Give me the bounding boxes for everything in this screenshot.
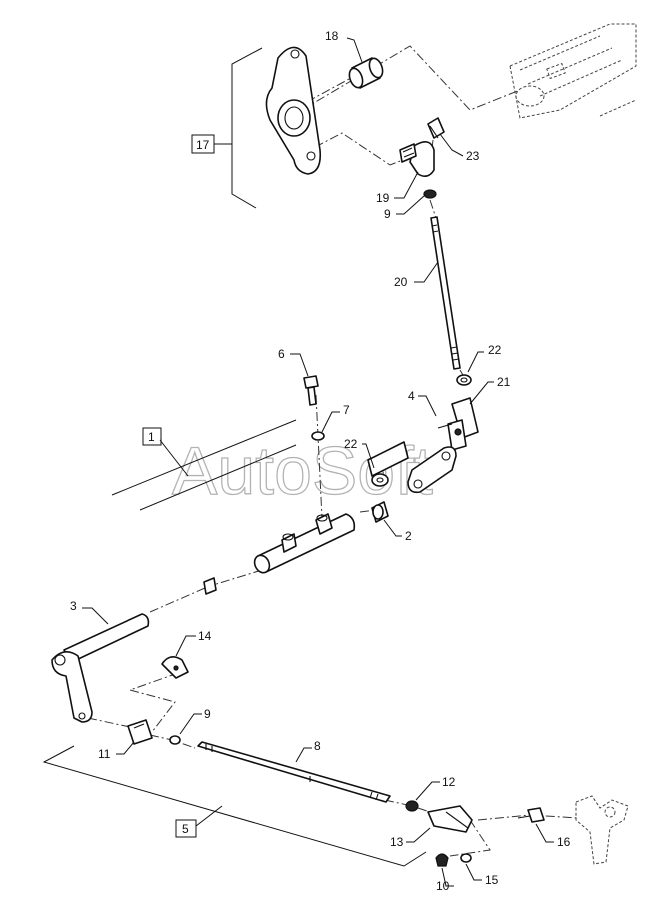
callout-5: 5 bbox=[182, 822, 189, 836]
group-bracket-1: 1 bbox=[111, 419, 297, 511]
callout-19: 19 bbox=[376, 191, 390, 205]
callout-15: 15 bbox=[485, 873, 499, 887]
callout-13: 13 bbox=[390, 835, 404, 849]
callout-labels: 18 23 19 9 20 22 21 4 6 7 22 2 3 14 9 11… bbox=[70, 29, 571, 893]
callout-3: 3 bbox=[70, 599, 77, 613]
callout-14: 14 bbox=[198, 629, 212, 643]
callout-9-lower: 9 bbox=[204, 707, 211, 721]
part-19-ball-joint bbox=[399, 141, 435, 178]
callout-7: 7 bbox=[343, 403, 350, 417]
callout-23: 23 bbox=[466, 149, 480, 163]
group-bracket-17: 17 bbox=[191, 47, 263, 209]
callout-18: 18 bbox=[325, 29, 339, 43]
part-21-clevis bbox=[437, 397, 479, 451]
callout-20: 20 bbox=[394, 275, 408, 289]
part-lever-link bbox=[367, 441, 457, 494]
callout-4: 4 bbox=[408, 389, 415, 403]
group-bracket-5: 5 bbox=[42, 745, 427, 867]
part-10-clip bbox=[435, 853, 449, 867]
part-11-clevis bbox=[127, 719, 153, 745]
part-7-washer bbox=[311, 431, 325, 441]
callout-10: 10 bbox=[436, 879, 450, 893]
callout-1: 1 bbox=[148, 430, 155, 444]
callout-2: 2 bbox=[405, 529, 412, 543]
part-tube-housing bbox=[253, 513, 356, 574]
callout-leaders bbox=[82, 37, 554, 887]
part-15-washer bbox=[460, 853, 472, 863]
part-14-clip bbox=[161, 656, 189, 679]
lever-reference bbox=[575, 795, 629, 865]
callout-11: 11 bbox=[98, 747, 111, 761]
part-20-threaded-rod bbox=[430, 216, 461, 370]
callout-22-upper: 22 bbox=[488, 343, 502, 357]
part-12-nut bbox=[405, 800, 419, 812]
callout-12: 12 bbox=[442, 775, 456, 789]
callout-8: 8 bbox=[314, 739, 321, 753]
callout-6: 6 bbox=[278, 347, 285, 361]
watermark: AutoSoft bbox=[172, 433, 433, 509]
part-6-bolt bbox=[303, 375, 319, 406]
callout-9-upper: 9 bbox=[384, 207, 391, 221]
part-13-clevis bbox=[427, 805, 473, 833]
part-9-nut-upper bbox=[423, 189, 437, 199]
part-18-bushing bbox=[348, 57, 384, 89]
part-3-crank-shaft bbox=[51, 613, 150, 723]
callout-17: 17 bbox=[196, 138, 210, 152]
part-16-pin bbox=[517, 807, 545, 823]
callout-22-mid: 22 bbox=[344, 437, 358, 451]
callout-16: 16 bbox=[557, 835, 571, 849]
part-spacer bbox=[203, 577, 217, 595]
callout-21: 21 bbox=[497, 375, 511, 389]
part-8-rod bbox=[197, 741, 391, 803]
part-22-nut-upper bbox=[456, 374, 472, 386]
part-17-bracket bbox=[265, 46, 322, 175]
part-23-ball-stud bbox=[427, 117, 445, 139]
part-2-bushing bbox=[371, 501, 389, 523]
part-22-nut-mid bbox=[371, 473, 389, 487]
frame-reference bbox=[509, 23, 637, 119]
part-9-nut-lower bbox=[169, 735, 181, 745]
